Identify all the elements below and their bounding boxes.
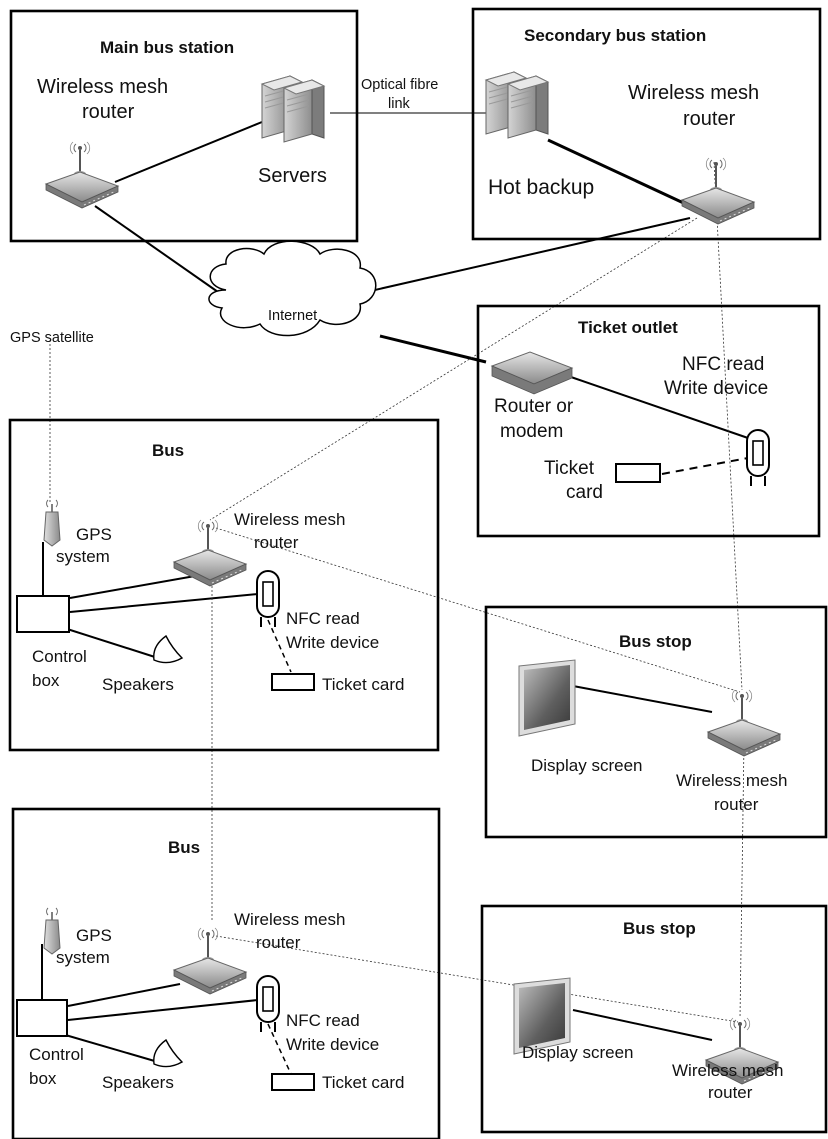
main-router-label-2: router <box>82 101 135 123</box>
bus1-card-to-nfc <box>267 619 292 673</box>
main-router-label: Wireless mesh <box>37 76 168 98</box>
ticket-card-label-2: card <box>566 482 603 503</box>
bus2-ticket-card-icon <box>271 1073 315 1091</box>
bus2-control-to-nfc <box>67 999 259 1021</box>
bus2-card-to-nfc <box>267 1023 292 1075</box>
bus1-ticket-card-icon <box>271 673 315 691</box>
secondary-router-label-2: router <box>683 108 736 130</box>
bus2-speakers-label: Speakers <box>102 1073 174 1092</box>
stop1-router-icon <box>707 689 781 757</box>
bus2-gps-label-2: system <box>56 948 110 967</box>
stop1-screen-label: Display screen <box>531 756 643 775</box>
stop1-router-label-2: router <box>714 795 759 814</box>
secondary-router-label: Wireless mesh <box>628 82 759 104</box>
bus2-gps-label: GPS <box>76 926 112 945</box>
bus2-router-label-2: router <box>256 933 301 952</box>
bus2-control-to-router <box>67 983 181 1007</box>
wireless-bus1-to-stop1 <box>215 527 741 693</box>
bus-2-title: Bus <box>168 838 200 857</box>
bus2-control-box-icon <box>16 999 68 1037</box>
bus1-nfc-icon <box>256 570 280 628</box>
bus-stop-1-title: Bus stop <box>619 632 692 651</box>
bus1-gps-label: GPS <box>76 525 112 544</box>
secondary-to-internet-link <box>365 217 691 293</box>
internet-label: Internet <box>268 308 317 324</box>
secondary-station-box <box>471 7 822 241</box>
bus-1-title: Bus <box>152 441 184 460</box>
bus-stop-1-box <box>484 605 828 839</box>
bus-1-box <box>8 418 440 752</box>
bus2-nfc-label: NFC read <box>286 1011 360 1030</box>
optical-fibre-label: Optical fibre <box>361 77 438 93</box>
main-station-title: Main bus station <box>100 38 234 57</box>
bus1-control-to-router <box>69 572 213 599</box>
bus1-router-label: Wireless mesh <box>234 510 345 529</box>
bus1-gps-icon <box>43 499 61 547</box>
bus1-control-label: Control <box>32 647 87 666</box>
secondary-station-title: Secondary bus station <box>524 26 706 45</box>
ticket-nfc-icon <box>746 429 770 487</box>
secondary-router-icon <box>681 157 755 225</box>
modem-label: Router or <box>494 396 574 417</box>
bus1-speakers-label: Speakers <box>102 675 174 694</box>
stop1-screen-to-router <box>572 685 713 713</box>
backup-to-router-link <box>547 138 691 208</box>
bus2-control-to-speaker <box>61 1033 159 1063</box>
optical-fibre-label-2: link <box>388 96 411 112</box>
main-router-icon <box>45 141 119 209</box>
bus1-router-label-2: router <box>254 533 299 552</box>
bus2-router-label: Wireless mesh <box>234 910 345 929</box>
modem-label-2: modem <box>500 421 563 442</box>
bus2-router-icon <box>173 927 247 995</box>
bus2-control-label: Control <box>29 1045 84 1064</box>
ticket-outlet-box <box>476 304 821 538</box>
ticket-outlet-title: Ticket outlet <box>578 318 678 337</box>
bus2-nfc-label-2: Write device <box>286 1035 379 1054</box>
wireless-secondary-to-bus1 <box>209 217 698 521</box>
bus1-card-label: Ticket card <box>322 675 405 694</box>
card-to-nfc-dashed <box>661 457 749 475</box>
wireless-bus2-to-stop2 <box>215 935 739 1023</box>
bus2-card-label: Ticket card <box>322 1073 405 1092</box>
bus1-router-icon <box>173 519 247 587</box>
modem-icon <box>491 351 573 395</box>
main-station-box <box>9 9 359 243</box>
bus1-control-to-nfc <box>69 593 259 613</box>
stop2-router-label-2: router <box>708 1083 753 1102</box>
bus2-control-label-2: box <box>29 1069 57 1088</box>
bus1-gps-label-2: system <box>56 547 110 566</box>
hot-backup-label: Hot backup <box>488 176 594 199</box>
internet-cloud <box>208 240 377 337</box>
ticket-card-icon <box>615 463 661 483</box>
bus1-nfc-label: NFC read <box>286 609 360 628</box>
bus1-control-to-speaker <box>63 627 159 659</box>
bus-stop-2-title: Bus stop <box>623 919 696 938</box>
stop2-screen-to-router <box>572 1009 713 1041</box>
ticket-nfc-label: NFC read <box>682 354 764 375</box>
main-to-internet-link <box>94 205 219 293</box>
server-icon <box>283 79 325 143</box>
servers-label: Servers <box>258 165 327 187</box>
bus2-speaker-icon <box>153 1039 183 1068</box>
stop1-router-label: Wireless mesh <box>676 771 787 790</box>
bus1-speaker-icon <box>153 635 183 664</box>
bus-stop-2-box <box>480 904 828 1134</box>
router-to-servers-link <box>114 121 263 183</box>
bus1-nfc-label-2: Write device <box>286 633 379 652</box>
backup-server-icon <box>507 75 549 139</box>
ticket-nfc-label-2: Write device <box>664 378 768 399</box>
internet-to-modem-link <box>379 334 487 364</box>
gps-satellite-label: GPS satellite <box>10 330 94 346</box>
bus2-nfc-icon <box>256 975 280 1033</box>
wireless-secondary-to-stop1 <box>713 161 743 691</box>
bus-2-box <box>11 807 441 1139</box>
stop2-router-label: Wireless mesh <box>672 1061 783 1080</box>
bus1-control-label-2: box <box>32 671 60 690</box>
ticket-card-label: Ticket <box>544 458 595 479</box>
modem-to-nfc-link <box>567 375 749 439</box>
bus1-control-box-icon <box>16 595 70 633</box>
stop1-display-screen-icon <box>518 659 576 737</box>
stop2-screen-label: Display screen <box>522 1043 634 1062</box>
